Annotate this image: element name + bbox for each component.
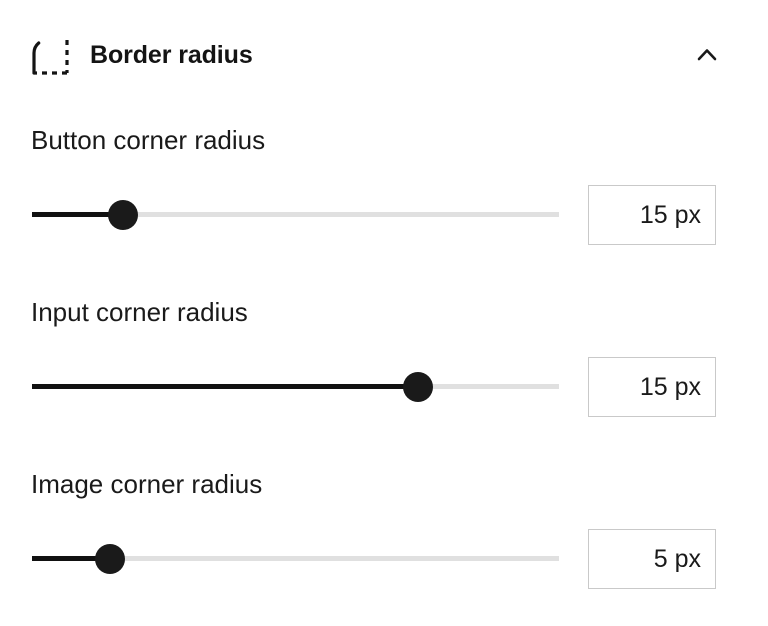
control-line: 15 px: [0, 182, 768, 248]
image-corner-radius-slider[interactable]: [32, 526, 559, 592]
page-title: Border radius: [90, 40, 253, 69]
slider-thumb[interactable]: [108, 200, 139, 230]
setting-label: Input corner radius: [31, 297, 248, 327]
setting-row-input-corner-radius: Input corner radius 15 px: [0, 282, 768, 454]
slider-thumb[interactable]: [94, 544, 125, 574]
image-corner-radius-value[interactable]: 5 px: [588, 529, 716, 589]
setting-label: Image corner radius: [31, 469, 263, 499]
control-line: 5 px: [0, 526, 768, 592]
setting-label: Button corner radius: [31, 125, 266, 155]
setting-row-button-corner-radius: Button corner radius 15 px: [0, 110, 768, 282]
slider-track[interactable]: [32, 212, 559, 217]
slider-fill: [32, 556, 110, 561]
chevron-up-icon: [692, 40, 722, 70]
slider-track[interactable]: [32, 556, 559, 561]
settings-list: Button corner radius 15 px Input corner …: [0, 110, 768, 626]
slider-thumb[interactable]: [402, 372, 433, 402]
collapse-section-button[interactable]: [688, 36, 726, 74]
slider-fill: [32, 384, 418, 389]
border-radius-icon: [30, 36, 70, 76]
panel-header: Border radius: [0, 0, 768, 110]
setting-row-image-corner-radius: Image corner radius 5 px: [0, 454, 768, 626]
input-corner-radius-value[interactable]: 15 px: [588, 357, 716, 417]
button-corner-radius-value[interactable]: 15 px: [588, 185, 716, 245]
input-corner-radius-slider[interactable]: [32, 354, 559, 420]
control-line: 15 px: [0, 354, 768, 420]
slider-fill: [32, 212, 124, 217]
button-corner-radius-slider[interactable]: [32, 182, 559, 248]
